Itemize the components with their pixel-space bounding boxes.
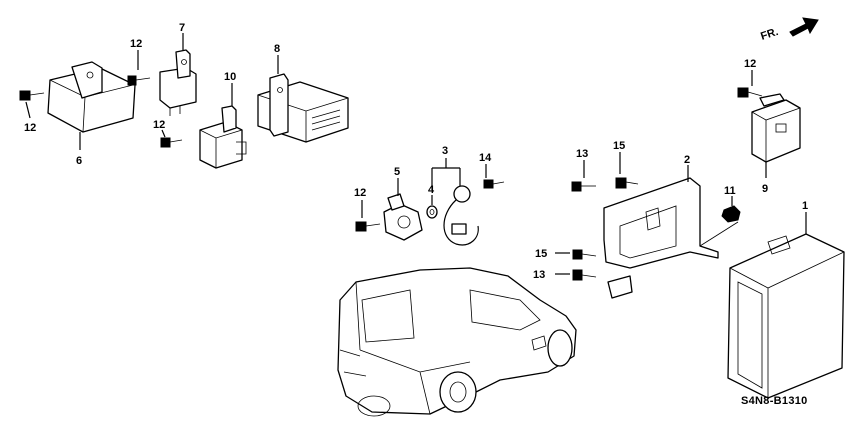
callout-13-upper: 13 bbox=[576, 148, 588, 160]
callout-2: 2 bbox=[684, 154, 690, 166]
part-5-sensor bbox=[383, 178, 423, 241]
bolt-13-upper bbox=[571, 160, 596, 192]
callout-11: 11 bbox=[724, 185, 736, 197]
callout-9: 9 bbox=[762, 183, 768, 195]
bolt-13-lower bbox=[555, 269, 597, 281]
callout-12-sensor: 12 bbox=[354, 187, 366, 199]
callout-12-top: 12 bbox=[130, 38, 142, 50]
callout-5: 5 bbox=[394, 166, 400, 178]
bolt-12-sensor bbox=[355, 200, 381, 232]
callout-14: 14 bbox=[479, 152, 492, 164]
callout-labels: 1 2 3 4 5 6 7 8 9 10 11 12 12 12 12 12 1… bbox=[24, 22, 808, 281]
part-11-nut bbox=[699, 196, 741, 247]
bolt-12-middle bbox=[160, 129, 183, 148]
callout-3: 3 bbox=[442, 145, 448, 157]
bolt-12-right bbox=[737, 70, 763, 98]
callout-12-middle: 12 bbox=[153, 119, 165, 131]
front-direction-indicator: FR. bbox=[759, 17, 819, 43]
part-10-relay bbox=[199, 83, 247, 169]
diagram-code: S4N8-B1310 bbox=[741, 395, 808, 407]
callout-6: 6 bbox=[76, 155, 82, 167]
front-arrow-icon bbox=[789, 17, 819, 37]
callout-4: 4 bbox=[428, 184, 435, 196]
part-1-ecu bbox=[727, 212, 845, 399]
part-8-relay-box bbox=[257, 55, 349, 143]
part-6-control-unit bbox=[47, 61, 136, 150]
bolt-12-part6 bbox=[19, 90, 45, 119]
part-4-collar bbox=[426, 195, 438, 219]
callout-7: 7 bbox=[179, 22, 185, 34]
part-9-module bbox=[751, 93, 801, 178]
part-2-bracket bbox=[603, 165, 719, 299]
part-7-relay bbox=[159, 33, 197, 116]
front-direction-label: FR. bbox=[759, 26, 780, 43]
bolt-15-lower bbox=[555, 249, 597, 260]
callout-1: 1 bbox=[802, 200, 808, 212]
callout-12-left: 12 bbox=[24, 122, 36, 134]
part-3-sensor-harness bbox=[431, 158, 479, 246]
vehicle-illustration bbox=[337, 267, 577, 417]
callout-10: 10 bbox=[224, 71, 236, 83]
bolt-14 bbox=[483, 164, 505, 189]
callout-8: 8 bbox=[274, 43, 280, 55]
callout-13-lower: 13 bbox=[533, 269, 545, 281]
callout-15-upper: 15 bbox=[613, 140, 625, 152]
bolt-12-upper-left bbox=[127, 50, 151, 86]
callout-12-right: 12 bbox=[744, 58, 756, 70]
bolt-15-upper bbox=[615, 152, 639, 189]
callout-15-lower: 15 bbox=[535, 248, 547, 260]
